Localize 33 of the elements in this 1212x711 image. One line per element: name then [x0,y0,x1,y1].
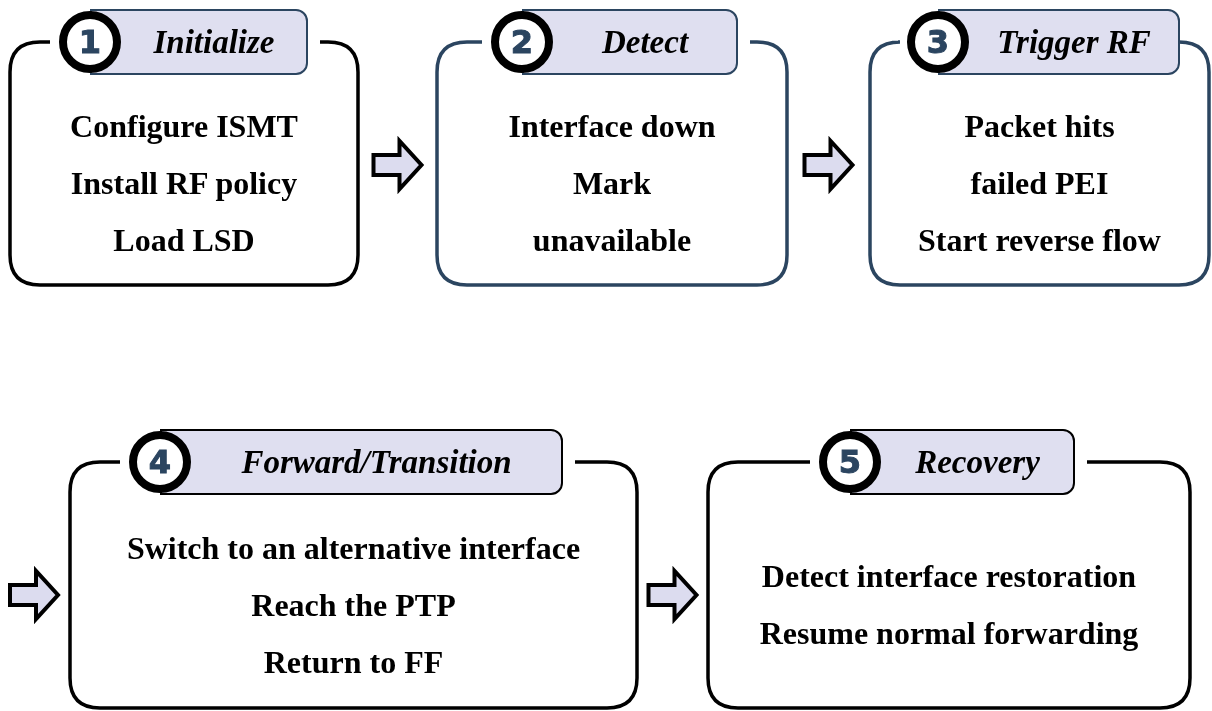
step-text: Mark [572,164,652,203]
step-number: 1 [78,26,102,58]
step-text: Load LSD [113,221,255,260]
step-text: Resume normal forwarding [759,614,1139,653]
step-text: Detect interface restoration [761,557,1137,596]
step-text: Interface down [508,107,716,146]
step-text: Reach the PTP [251,585,456,625]
block-arrow [646,565,700,625]
block-arrow [371,135,425,195]
step-title: Recovery [915,443,1040,481]
step-number: 4 [148,446,172,478]
block-arrow [802,135,856,195]
step-title: Initialize [153,23,275,61]
step-title: Forward/Transition [241,443,512,481]
step-text: Packet hits [964,107,1115,146]
step-number: 2 [510,26,534,58]
step-title: Detect [601,23,689,61]
step-number: 5 [838,446,862,478]
step-text: Configure ISMT [70,107,298,146]
step-text: Install RF policy [70,164,298,203]
step-card [10,6,358,285]
step-text: Switch to an alternative interface [126,528,581,568]
step-text: Start reverse flow [918,221,1161,260]
step-number: 3 [926,26,950,58]
step-card [70,426,637,708]
step-text: Return to FF [263,642,444,682]
step-card [870,6,1209,285]
step-text: failed PEI [970,164,1109,203]
step-text: unavailable [532,221,692,260]
step-card [437,6,787,285]
step-card [708,426,1190,708]
step-title: Trigger RF [997,23,1151,61]
block-arrow [8,565,61,625]
